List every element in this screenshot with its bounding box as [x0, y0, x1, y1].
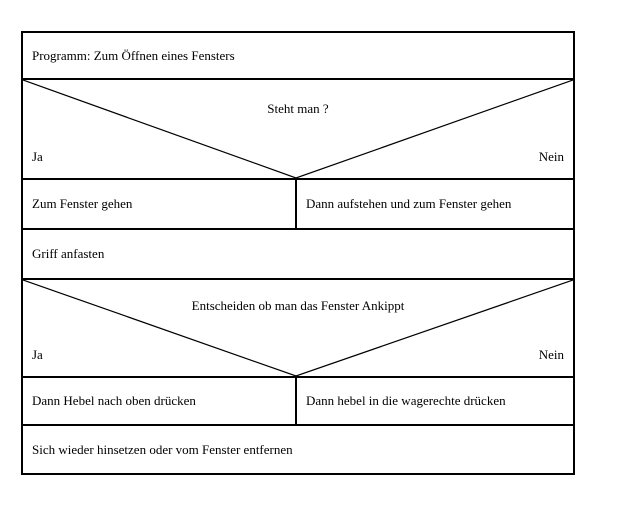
decision-1-no-label: Nein — [538, 149, 564, 164]
branch-row-2: Dann Hebel nach oben drücken Dann hebel … — [23, 378, 573, 426]
branch-row-1: Zum Fenster gehen Dann aufstehen und zum… — [23, 180, 573, 230]
program-title: Programm: Zum Öffnen eines Fensters — [32, 47, 235, 63]
step-row-2: Sich wieder hinsetzen oder vom Fenster e… — [23, 426, 573, 473]
step-row-1: Griff anfasten — [23, 230, 573, 280]
decision-question-2: Entscheiden ob man das Fenster Ankippt — [191, 298, 405, 313]
branch-1-right-cell: Dann aufstehen und zum Fenster gehen — [306, 196, 512, 211]
decision-triangle-lines-1 — [23, 80, 573, 178]
decision-2-yes-label: Ja — [32, 347, 43, 362]
decision-2-no-label: Nein — [538, 347, 564, 362]
decision-block-2: Entscheiden ob man das Fenster Ankippt J… — [23, 280, 573, 378]
step-1-text: Griff anfasten — [32, 246, 105, 261]
branch-2-right-cell: Dann hebel in die wagerechte drücken — [306, 393, 506, 408]
branch-1-left-cell: Zum Fenster gehen — [23, 180, 297, 228]
decision-question-1: Steht man ? — [267, 101, 329, 116]
program-title-row: Programm: Zum Öffnen eines Fensters — [23, 33, 573, 80]
structogram: Programm: Zum Öffnen eines Fensters Steh… — [21, 31, 575, 475]
decision-block-1: Steht man ? Ja Nein — [23, 80, 573, 180]
branch-2-left-cell: Dann Hebel nach oben drücken — [23, 378, 297, 424]
step-2-text: Sich wieder hinsetzen oder vom Fenster e… — [32, 441, 293, 457]
decision-1-yes-label: Ja — [32, 149, 43, 164]
decision-triangle-lines-2 — [23, 280, 573, 376]
